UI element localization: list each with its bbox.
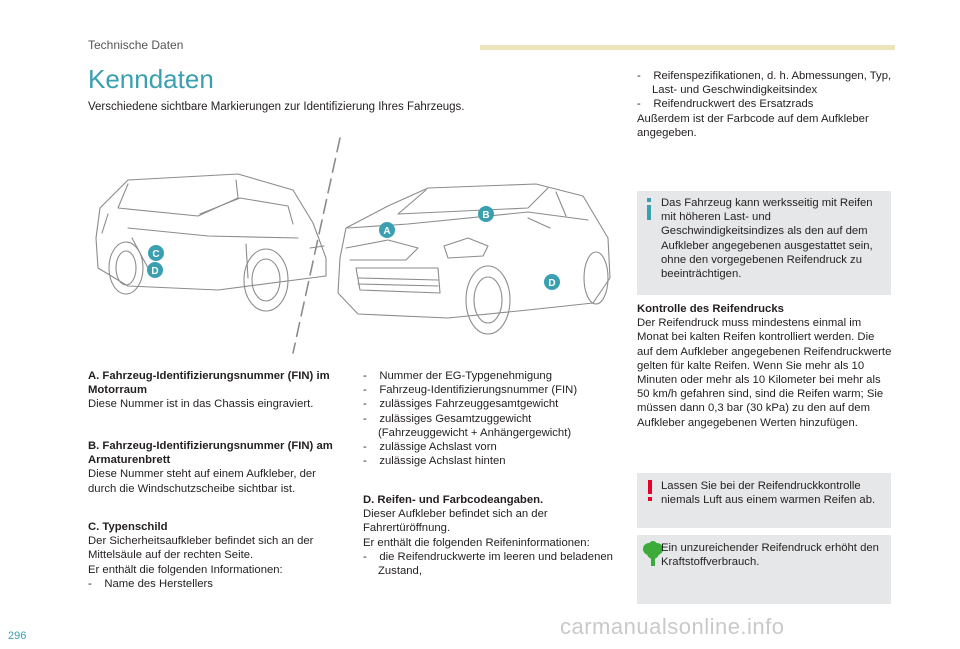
callout-c: C [152, 249, 159, 260]
list-item: - zulässiges Fahrzeuggesamtgewicht [363, 398, 559, 411]
colour-code-text: Außerdem ist der Farbcode auf dem Aufkle… [637, 112, 869, 139]
section-b-title: B. Fahrzeug-Identifizierungsnummer (FIN)… [88, 440, 333, 467]
type-plate-list: - Nummer der EG-Typgenehmigung - Fahrzeu… [363, 369, 613, 468]
section-d: D. Reifen- und Farbcodeangaben. Dieser A… [363, 493, 613, 578]
eco-box: Ein unzureichender Reifendruck erhöht de… [637, 535, 891, 604]
page-number: 296 [8, 630, 27, 642]
section-c-text-2: Er enthält die folgenden Informationen: [88, 563, 283, 576]
list-item: - zulässige Achslast hinten [363, 455, 506, 468]
warning-box: Lassen Sie bei der Reifendruckkontrolle … [637, 473, 891, 528]
page-title: Kenndaten [88, 64, 214, 94]
section-label: Technische Daten [88, 38, 184, 52]
tyre-pressure-text: Der Reifendruck muss mindestens einmal i… [637, 317, 892, 429]
warning-text: Lassen Sie bei der Reifendruckkontrolle … [661, 480, 876, 507]
callout-d-front: D [548, 278, 555, 289]
info-text: Das Fahrzeug kann werksseitig mit Reifen… [661, 197, 873, 281]
tyre-pressure-title: Kontrolle des Reifendrucks [637, 303, 784, 315]
section-a-title: A. Fahrzeug-Identifizierungsnummer (FIN)… [88, 370, 330, 397]
callout-a: A [383, 226, 390, 237]
callout-d-rear: D [151, 266, 158, 277]
list-item: - Reifendruckwert des Ersatzrads [637, 98, 814, 111]
section-d-text: Dieser Aufkleber befindet sich an der Fa… [363, 508, 548, 535]
section-c-text: Der Sicherheitsaufkleber befindet sich a… [88, 535, 314, 562]
list-item: - zulässige Achslast vorn [363, 441, 497, 454]
vehicle-illustration: A B C D D [95, 137, 611, 354]
section-d-title: D. Reifen- und Farbcodeangaben. [363, 494, 544, 506]
section-b: B. Fahrzeug-Identifizierungsnummer (FIN)… [88, 439, 338, 496]
warning-icon [648, 480, 652, 501]
list-item: - die Reifendruckwerte im leeren und bel… [363, 550, 613, 578]
section-c-title: C. Typenschild [88, 521, 168, 533]
leaf-tree-icon [643, 541, 663, 566]
section-b-text: Diese Nummer steht auf einem Aufkleber, … [88, 468, 316, 495]
tyre-info-continued: - Reifenspezifikationen, d. h. Abmessung… [637, 69, 892, 140]
tyre-pressure-check: Kontrolle des Reifendrucks Der Reifendru… [637, 302, 892, 430]
rear-car-drawing [95, 173, 327, 312]
intro-text: Verschiedene sichtbare Markierungen zur … [88, 101, 465, 113]
list-item: - Nummer der EG-Typgenehmigung [363, 370, 552, 382]
watermark: carmanualsonline.info [560, 614, 785, 639]
header-bar [480, 45, 895, 50]
section-d-text-2: Er enthält die folgenden Reifeninformati… [363, 536, 590, 549]
eco-text: Ein unzureichender Reifendruck erhöht de… [661, 542, 879, 569]
section-c: C. Typenschild Der Sicherheitsaufkleber … [88, 520, 338, 591]
front-car-drawing [337, 183, 611, 335]
list-item: - Name des Herstellers [88, 577, 213, 590]
info-box: Das Fahrzeug kann werksseitig mit Reifen… [637, 191, 891, 295]
list-item: - zulässiges Gesamtzuggewicht (Fahrzeugg… [363, 412, 572, 439]
info-icon [647, 198, 651, 220]
callout-b: B [482, 210, 489, 221]
section-a-text: Diese Nummer ist in das Chassis eingravi… [88, 398, 314, 411]
list-item: - Fahrzeug-Identifizierungsnummer (FIN) [363, 384, 578, 397]
list-item: - Reifenspezifikationen, d. h. Abmessung… [637, 70, 892, 97]
section-a: A. Fahrzeug-Identifizierungsnummer (FIN)… [88, 369, 338, 412]
